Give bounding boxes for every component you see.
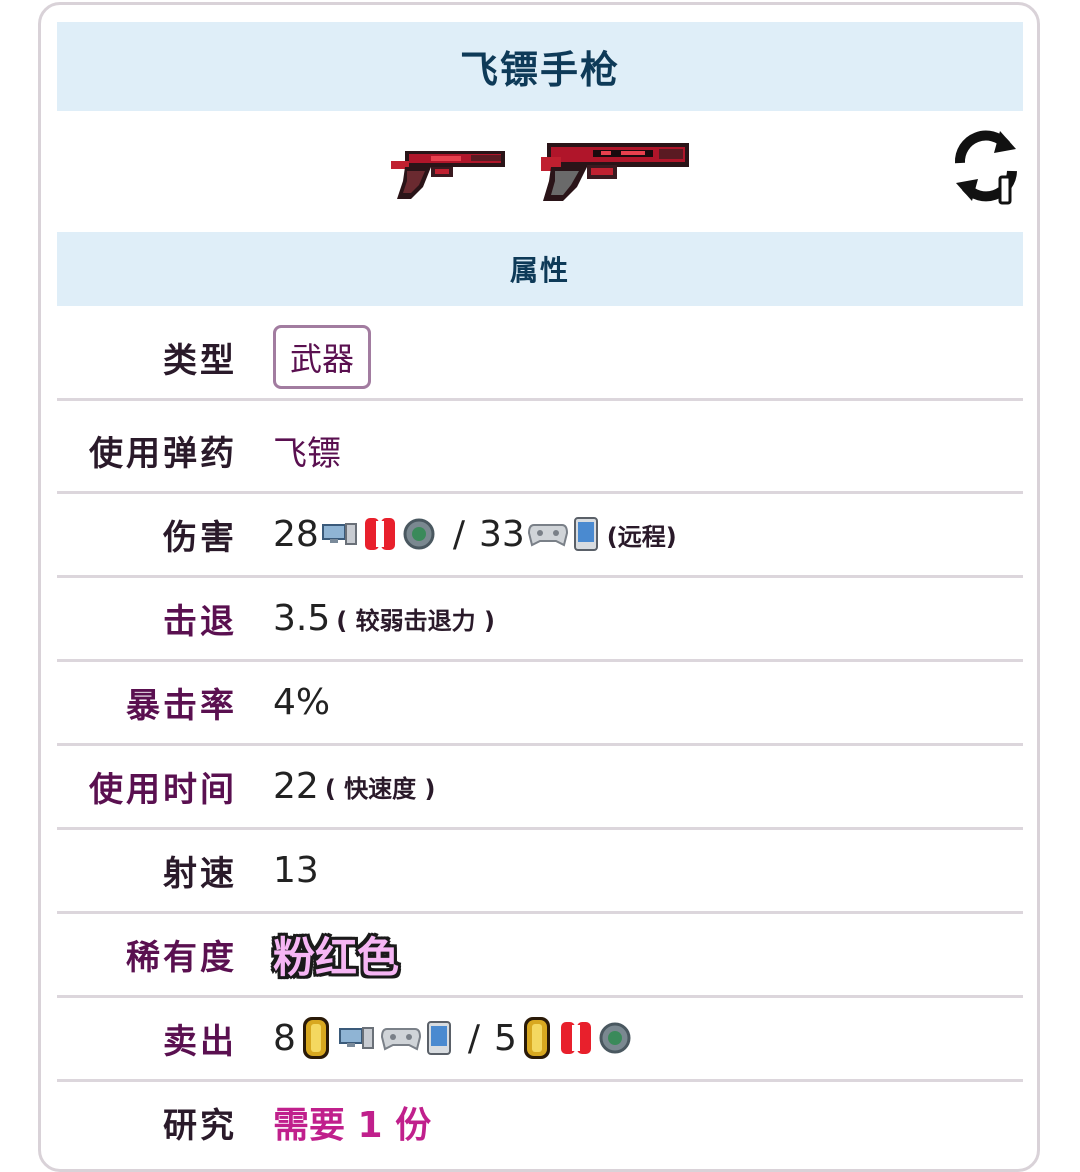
ammo-label[interactable]: 使用弹药	[89, 433, 237, 474]
refresh-icon[interactable]	[950, 125, 1022, 207]
stat-row-use-time: 使用时间 22 ( 快速度 )	[57, 745, 1023, 830]
desktop-icon[interactable]	[321, 522, 358, 546]
gold-coin-icon	[523, 1017, 550, 1059]
section-title: 属性	[509, 254, 570, 287]
stat-row-type: 类型 武器	[57, 316, 1023, 401]
stat-row-knockback: 击退 3.5 ( 较弱击退力 )	[57, 577, 1023, 662]
switch-icon[interactable]	[364, 517, 396, 551]
sell-label[interactable]: 卖出	[163, 1021, 237, 1062]
dart-pistol-sprite	[391, 151, 505, 199]
stat-label: 稀有度	[126, 913, 237, 995]
stats-section-header: 属性	[57, 232, 1023, 306]
stat-label: 类型	[163, 340, 237, 381]
stat-label: 伤害	[163, 517, 237, 558]
sell-value-b: 5	[494, 1017, 517, 1059]
mobile-icon[interactable]	[426, 1021, 451, 1055]
crit-label[interactable]: 暴击率	[126, 685, 237, 726]
damage-separator: /	[452, 513, 465, 555]
damage-value-desktop: 28	[273, 513, 319, 555]
damage-value-console: 33	[478, 513, 525, 555]
use-time-value: 22	[273, 765, 319, 807]
sell-value-a: 8	[273, 1017, 296, 1059]
use-time-note: ( 快速度 )	[324, 774, 436, 803]
stat-row-velocity: 射速 13	[57, 829, 1023, 914]
rarity-value-link[interactable]: 粉红色	[273, 932, 400, 982]
tmodloader-icon[interactable]	[598, 1021, 632, 1055]
gold-coin-icon	[302, 1017, 329, 1059]
console-icon[interactable]	[527, 521, 568, 547]
research-value: 需要 1 份	[273, 1105, 432, 1146]
stat-row-damage: 伤害 28 / 33 (远程)	[57, 493, 1023, 578]
tmodloader-icon[interactable]	[402, 517, 436, 551]
rarity-label[interactable]: 稀有度	[126, 937, 237, 978]
stat-label: 研究	[163, 1081, 237, 1163]
research-label[interactable]: 研究	[163, 1105, 237, 1146]
stat-row-ammo: 使用弹药 飞镖	[57, 409, 1023, 494]
stat-label: 使用时间	[89, 745, 237, 827]
type-tag-link[interactable]: 武器	[273, 325, 372, 389]
knockback-label[interactable]: 击退	[163, 601, 237, 642]
crit-value: 4%	[273, 681, 331, 723]
knockback-value: 3.5	[273, 597, 331, 639]
stat-row-rarity: 稀有度 粉红色	[57, 913, 1023, 998]
desktop-icon[interactable]	[338, 1026, 375, 1050]
stat-label: 射速	[163, 853, 237, 894]
mobile-icon[interactable]	[573, 517, 598, 551]
ammo-link[interactable]: 飞镖	[273, 433, 341, 474]
stat-row-crit: 暴击率 4%	[57, 661, 1023, 746]
item-title: 飞镖手枪	[459, 48, 620, 92]
knockback-note: ( 较弱击退力 )	[336, 606, 495, 635]
console-icon[interactable]	[380, 1025, 421, 1051]
velocity-value: 13	[273, 849, 319, 891]
switch-icon[interactable]	[560, 1021, 592, 1055]
stat-label: 击退	[163, 577, 237, 659]
stat-row-research: 研究 需要 1 份	[57, 1081, 1023, 1163]
dart-pistol-large-sprite	[541, 143, 689, 201]
stat-row-sell: 卖出 8 / 5	[57, 997, 1023, 1082]
damage-type-note: (远程)	[606, 522, 677, 551]
stat-label: 卖出	[163, 997, 237, 1079]
stat-label: 暴击率	[126, 661, 237, 743]
infobox-card	[38, 2, 1040, 1172]
sell-separator: /	[467, 1017, 481, 1059]
item-image-row	[57, 111, 1023, 232]
stat-label: 使用弹药	[89, 409, 237, 491]
use-time-label[interactable]: 使用时间	[89, 769, 237, 810]
item-title-bar: 飞镖手枪	[57, 22, 1023, 111]
